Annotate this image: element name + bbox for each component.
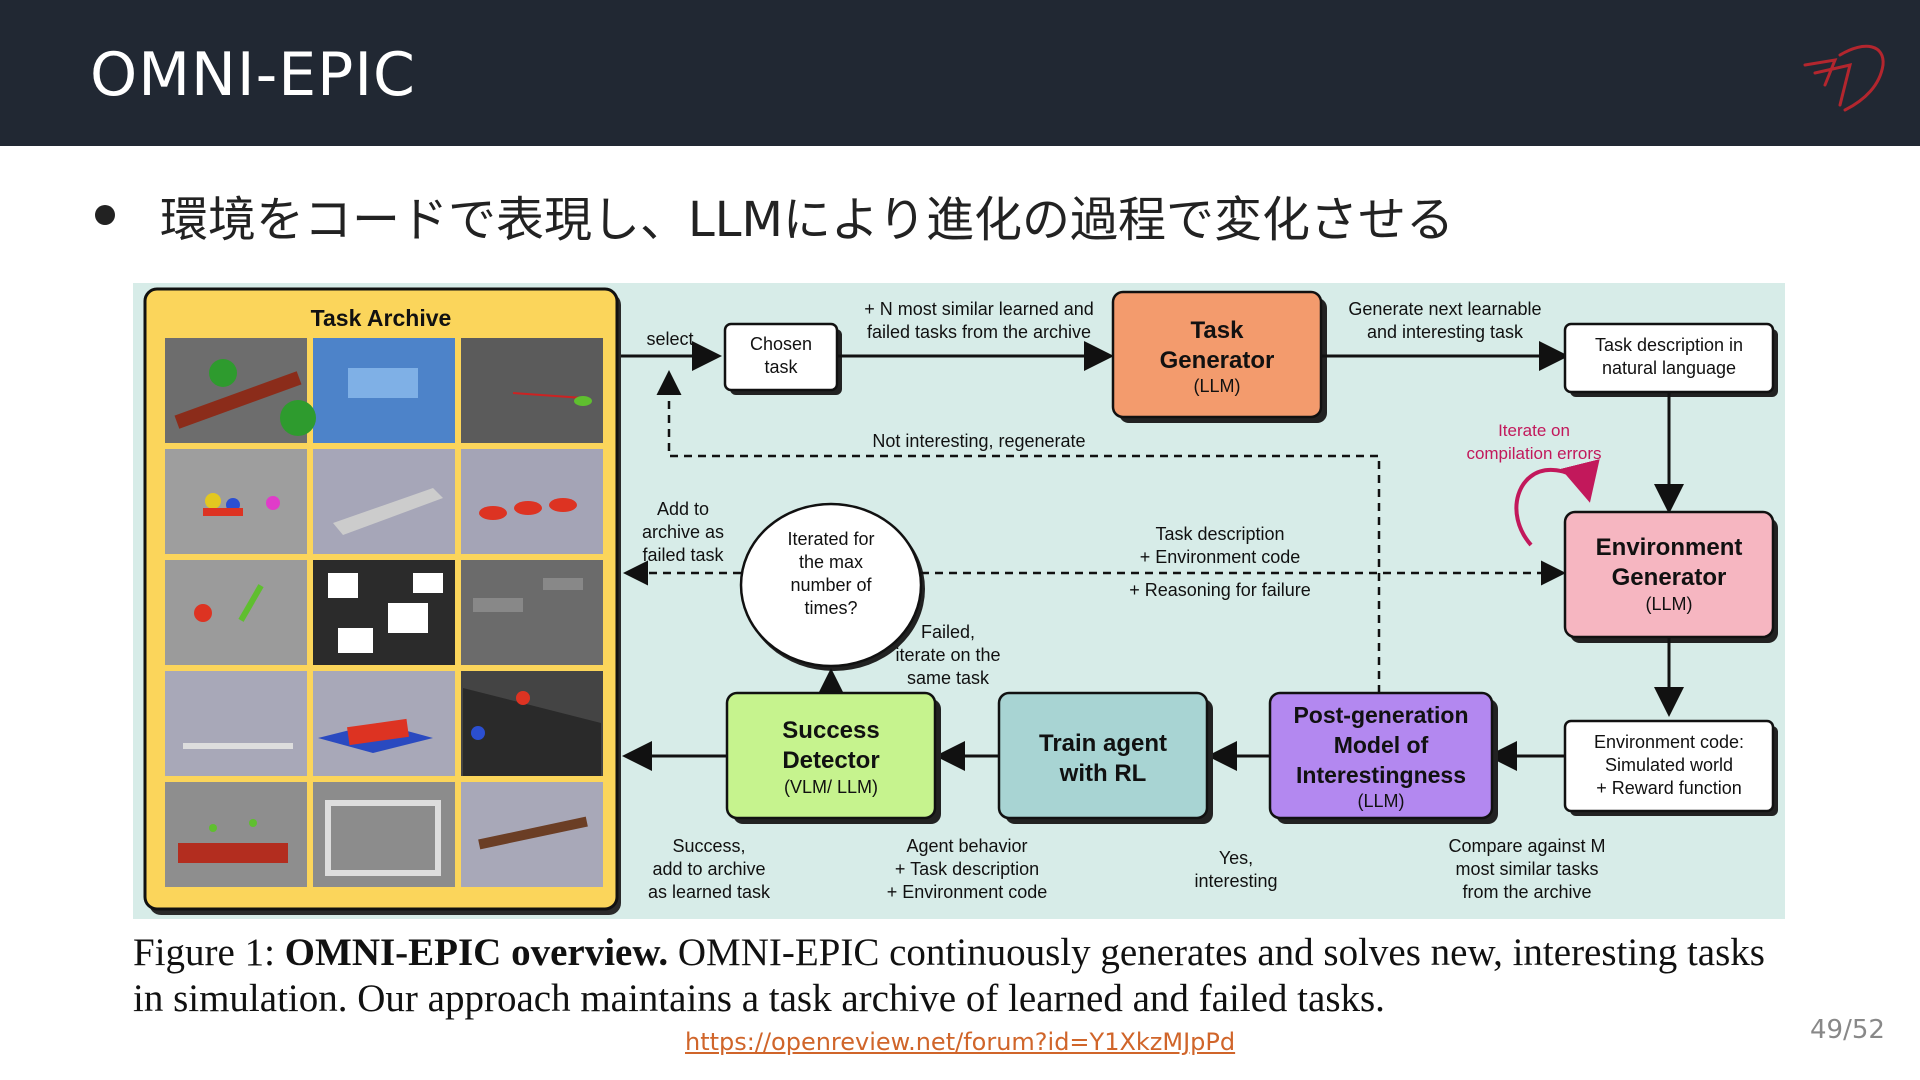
chosen-task-box: Chosen task (723, 322, 842, 395)
page-number: 49/52 (1810, 1015, 1885, 1045)
success-detector-box: Success Detector (VLM/ LLM) (725, 691, 941, 824)
logo-icon (1803, 44, 1885, 112)
success-add-line1: Success, (672, 836, 745, 856)
iterated-max-line2: the max (799, 552, 863, 572)
agent-behavior-line3: + Environment code (887, 882, 1048, 902)
iterated-max-line4: times? (804, 598, 857, 618)
iterated-max-line3: number of (790, 575, 872, 595)
yes-interesting-line2: interesting (1194, 871, 1277, 891)
task-description-box: Task description in natural language (1563, 322, 1778, 397)
bullet-text: 環境をコードで表現し、LLMにより進化の過程で変化させる (160, 192, 1454, 248)
success-add-line2: add to archive (652, 859, 765, 879)
add-failed-line2: archive as (642, 522, 724, 542)
task-env-code-line1: Task description (1155, 524, 1284, 544)
chosen-task-label-line2: task (764, 357, 798, 377)
task-generator-title: Task (1191, 317, 1245, 344)
failed-iterate-line2: iterate on the (895, 645, 1000, 665)
env-generator-title: Environment (1596, 534, 1743, 561)
iterated-max-decision: Iterated for the max number of times? (739, 502, 925, 671)
environment-generator-box: Environment Generator (LLM) (1563, 510, 1778, 643)
compilation-loop-icon (1514, 459, 1600, 547)
caption-bold: OMNI-EPIC overview. (284, 931, 669, 974)
post-gen-line1: Post-generation (1293, 702, 1468, 728)
iterate-compilation-line2: compilation errors (1466, 444, 1601, 463)
success-detector-llm: (VLM/ LLM) (784, 777, 878, 797)
add-failed-line1: Add to (657, 499, 709, 519)
task-generator-title2: Generator (1160, 347, 1275, 374)
train-agent-line1: Train agent (1039, 730, 1167, 757)
generate-next-line2: and interesting task (1367, 322, 1524, 342)
compare-against-line2: most similar tasks (1455, 859, 1598, 879)
omni-epic-diagram: Task Archive select (133, 283, 1785, 919)
task-description-line1: Task description in (1595, 335, 1743, 355)
reasoning-failure-label: + Reasoning for failure (1129, 580, 1311, 600)
iterate-compilation-line1: Iterate on (1498, 421, 1570, 440)
success-detector-line2: Detector (782, 747, 879, 774)
archive-title: Task Archive (311, 305, 452, 331)
bullet-dot-icon (95, 205, 115, 225)
agent-behavior-line2: + Task description (895, 859, 1039, 879)
similar-tasks-line2: failed tasks from the archive (867, 322, 1091, 342)
task-description-line2: natural language (1602, 358, 1736, 378)
task-env-code-line2: + Environment code (1140, 547, 1301, 567)
yes-interesting-line1: Yes, (1219, 848, 1253, 868)
train-agent-line2: with RL (1059, 760, 1147, 787)
train-agent-box: Train agent with RL (997, 691, 1213, 824)
task-archive: Task Archive (143, 287, 621, 915)
env-generator-title2: Generator (1612, 564, 1727, 591)
add-failed-line3: failed task (642, 545, 724, 565)
task-generator-box: Task Generator (LLM) (1111, 290, 1327, 423)
failed-iterate-line3: same task (907, 668, 990, 688)
select-label: select (646, 329, 693, 349)
caption-rest: OMNI-EPIC continuously generates and sol… (133, 931, 1765, 1020)
chosen-task-label-line1: Chosen (750, 334, 812, 354)
post-gen-llm: (LLM) (1357, 791, 1404, 811)
source-link[interactable]: https://openreview.net/forum?id=Y1XkzMJp… (685, 1028, 1236, 1056)
success-add-line3: as learned task (648, 882, 771, 902)
not-interesting-label: Not interesting, regenerate (872, 431, 1085, 451)
env-generator-llm: (LLM) (1645, 594, 1692, 614)
compare-against-line3: from the archive (1462, 882, 1591, 902)
bullet-item: 環境をコードで表現し、LLMにより進化の過程で変化させる (95, 185, 1454, 248)
post-generation-model-box: Post-generation Model of Interestingness… (1268, 691, 1498, 824)
slide-title: OMNI-EPIC (90, 40, 416, 110)
figure-caption: Figure 1: OMNI-EPIC overview. OMNI-EPIC … (133, 930, 1793, 1022)
slide-header: OMNI-EPIC (0, 0, 1920, 146)
environment-code-box: Environment code: Simulated world + Rewa… (1563, 719, 1778, 816)
similar-tasks-line1: + N most similar learned and (864, 299, 1094, 319)
env-code-line2: Simulated world (1605, 755, 1733, 775)
generate-next-line1: Generate next learnable (1348, 299, 1541, 319)
post-gen-line3: Interestingness (1296, 762, 1466, 788)
compare-against-line1: Compare against M (1448, 836, 1605, 856)
success-detector-line1: Success (782, 717, 879, 744)
agent-behavior-line1: Agent behavior (906, 836, 1027, 856)
caption-prefix: Figure 1: (133, 931, 285, 974)
failed-iterate-line1: Failed, (921, 622, 975, 642)
env-code-line3: + Reward function (1596, 778, 1742, 798)
iterated-max-line1: Iterated for (787, 529, 874, 549)
archive-thumbnail-grid (165, 338, 603, 887)
post-gen-line2: Model of (1334, 732, 1429, 758)
env-code-line1: Environment code: (1594, 732, 1744, 752)
task-generator-llm: (LLM) (1193, 376, 1240, 396)
